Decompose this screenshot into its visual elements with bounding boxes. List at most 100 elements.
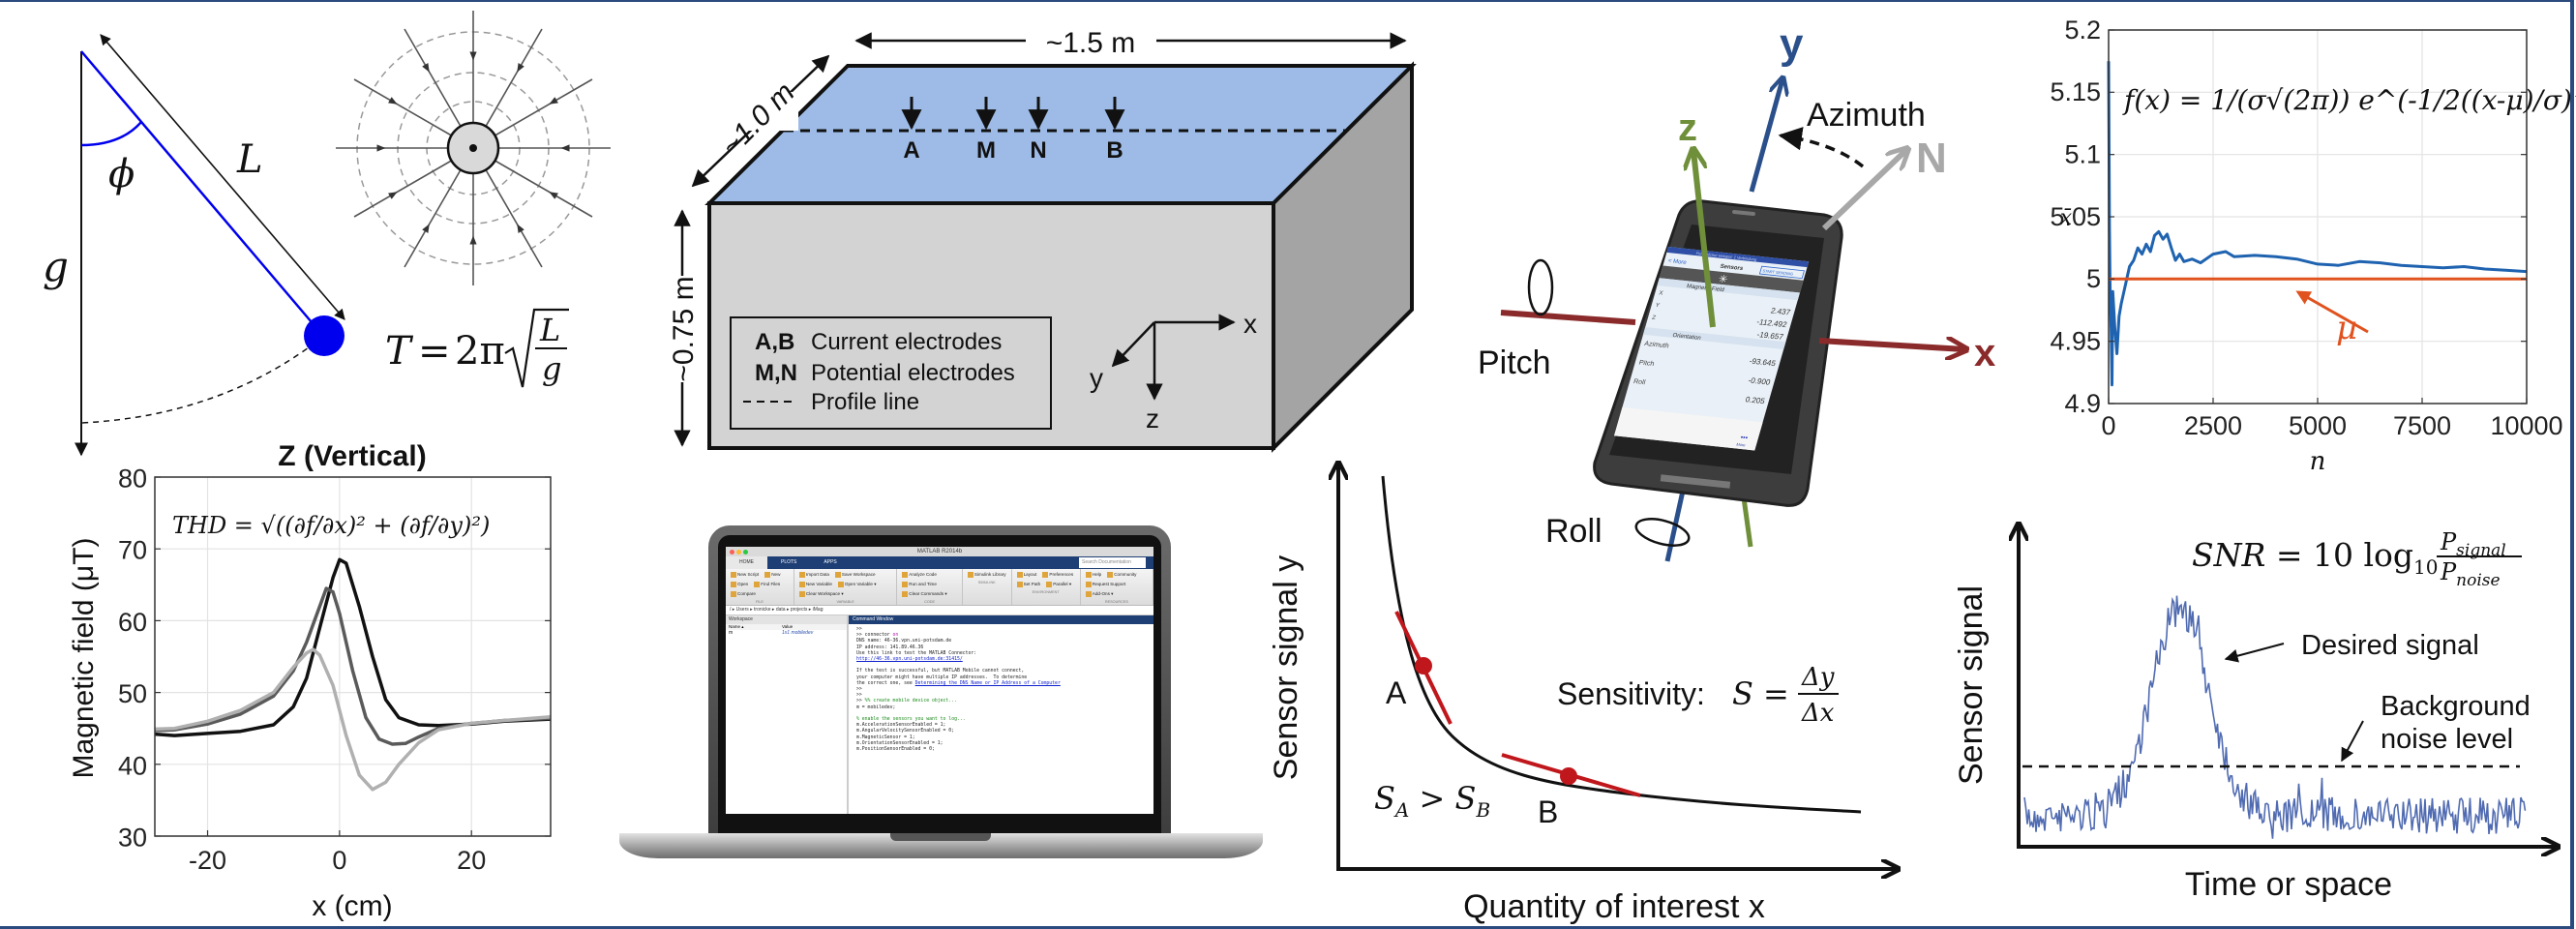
phone-back-button[interactable]: < More	[1667, 258, 1688, 266]
ribbon-button-icon	[1085, 582, 1092, 587]
ribbon-button-icon	[1042, 572, 1049, 578]
ribbon-button[interactable]: Open	[729, 581, 750, 588]
window-controls[interactable]	[730, 549, 750, 558]
workspace-row[interactable]: m 1x1 mobiledev	[726, 630, 847, 636]
sensitivity-den: Δx	[1801, 699, 1835, 728]
ribbon-button[interactable]: Request Support	[1084, 581, 1127, 588]
ribbon-button[interactable]: Help	[1084, 571, 1103, 579]
workspace-col-name[interactable]: Name ▴	[729, 624, 744, 629]
help-link[interactable]: Determining the DNS Name or IP Address o…	[914, 680, 1061, 686]
workspace-columns: Name ▴ Value	[726, 624, 847, 630]
ribbon-button[interactable]: Open Variable ▾	[836, 581, 879, 588]
sensitivity-num: Δy	[1801, 663, 1835, 692]
field-line	[485, 169, 543, 268]
angle-arc	[80, 121, 142, 147]
ribbon-button-icon	[731, 582, 736, 587]
ribbon-button-icon	[754, 582, 761, 587]
laptop-lid: MATLAB R2014b HOME PLOTS APPS Search Doc…	[708, 525, 1171, 833]
phone-sensor-tabs[interactable]	[1659, 265, 1804, 293]
sensor-tab-icon: ✳	[1717, 274, 1729, 286]
ribbon-button[interactable]: Set Path	[1015, 581, 1043, 588]
point-a-marker	[1415, 657, 1432, 674]
ribbon-group-label: VARIABLE	[836, 600, 854, 605]
tab-plots[interactable]: PLOTS	[781, 559, 797, 565]
search-documentation-input[interactable]: Search Documentation	[1079, 557, 1146, 568]
sens-x-label: Quantity of interest x	[1463, 888, 1765, 925]
ribbon-button[interactable]: Community	[1105, 571, 1138, 579]
tab-home[interactable]: HOME	[726, 556, 767, 569]
azimuth-arc	[1778, 127, 1865, 168]
z-axis-label: z	[1146, 404, 1159, 434]
command-line: m.PositionSensorEnabled = 0;	[856, 747, 935, 753]
inequality-label: SA > SB	[1374, 780, 1490, 822]
snr-plot: Desired signal Background noise level SN…	[1953, 525, 2557, 903]
ribbon-button-icon	[1016, 582, 1023, 587]
ribbon-button[interactable]: New Script	[729, 571, 761, 579]
zoom-dot[interactable]	[743, 550, 748, 554]
sensor-row-label: Roll	[1632, 378, 1646, 386]
start-sending-label: START SENDING	[1762, 268, 1794, 276]
command-line: the correct one, see Determining the DNS…	[856, 680, 1061, 686]
command-line: >>	[856, 687, 862, 693]
ribbon-button[interactable]: Compare	[729, 590, 758, 598]
sensitivity-equals: =	[1763, 675, 1789, 712]
noise-arrow	[2341, 720, 2364, 763]
ribbon-button-icon	[1085, 572, 1092, 578]
depth-label-bg	[721, 92, 798, 131]
command-line: Use this link to test the MATLAB Connect…	[856, 650, 977, 656]
period-formula: T = 2π L g	[385, 308, 569, 388]
sens-response-curve	[1381, 475, 1862, 814]
ribbon-button[interactable]: Clear Workspace ▾	[797, 590, 846, 598]
matlab-title-bar: MATLAB R2014b	[726, 547, 1153, 556]
desired-signal-label: Desired signal	[2301, 630, 2479, 661]
minimize-dot[interactable]	[736, 550, 741, 554]
ribbon-button[interactable]: New Variable	[797, 581, 834, 588]
coordinate-axes: x y z	[1090, 309, 1257, 434]
ribbon-button[interactable]: Analyze Code	[900, 571, 939, 579]
ribbon-button[interactable]: Run and Time	[900, 581, 939, 588]
ribbon-group-label: RESOURCES	[1104, 600, 1128, 605]
ribbon-button[interactable]: Simulink Library	[966, 571, 1008, 579]
snr-denominator: Pnoise	[2440, 558, 2501, 590]
sensor-row-value: -0.900	[1747, 376, 1772, 387]
tab-apps[interactable]: APPS	[824, 559, 837, 565]
electrode-label-n: N	[1030, 137, 1046, 164]
ribbon-button[interactable]: Import Data	[797, 571, 831, 579]
command-line: If the test is successful, but MATLAB Mo…	[856, 669, 1025, 674]
point-b-marker	[1560, 767, 1577, 785]
more-tab[interactable]: •••	[1740, 435, 1750, 442]
signal-arrow	[2224, 643, 2285, 663]
sensor-row-label: Azimuth	[1643, 341, 1669, 349]
noise-level-label: noise level	[2381, 724, 2513, 755]
y-tick-label: 4.95	[2050, 326, 2101, 355]
workspace-var-value: 1x1 mobiledev	[782, 630, 814, 636]
close-dot[interactable]	[730, 550, 734, 554]
ribbon-button[interactable]: Save Workspace	[833, 571, 878, 579]
ribbon-button[interactable]: Clear Commands ▾	[900, 590, 948, 598]
x-tick-label: 0	[2101, 411, 2115, 440]
ribbon-button[interactable]: New	[763, 571, 782, 579]
ribbon-button[interactable]: Add-Ons ▾	[1084, 590, 1116, 598]
ribbon-button-icon	[902, 572, 909, 578]
length-arrow	[100, 34, 345, 320]
ribbon-button[interactable]: Layout	[1015, 571, 1039, 579]
start-sending-button[interactable]	[1758, 265, 1805, 280]
connector-link[interactable]: http://46-36.vpn.uni-potsdam.de:31415/	[856, 657, 963, 663]
field-line	[494, 160, 593, 218]
ribbon-button[interactable]: Parallel ▾	[1044, 581, 1073, 588]
ribbon-button[interactable]: Find Files	[752, 581, 782, 588]
ribbon-button-icon	[967, 572, 973, 578]
ribbon-button[interactable]: Preferences	[1040, 571, 1075, 579]
formula-equals: =	[418, 329, 451, 374]
north-label: N	[1916, 135, 1947, 182]
workspace-col-value[interactable]: Value	[782, 624, 794, 629]
current-folder-path[interactable]: / ▸ Users ▸ tronicke ▸ data ▸ projects ▸…	[726, 606, 1153, 615]
